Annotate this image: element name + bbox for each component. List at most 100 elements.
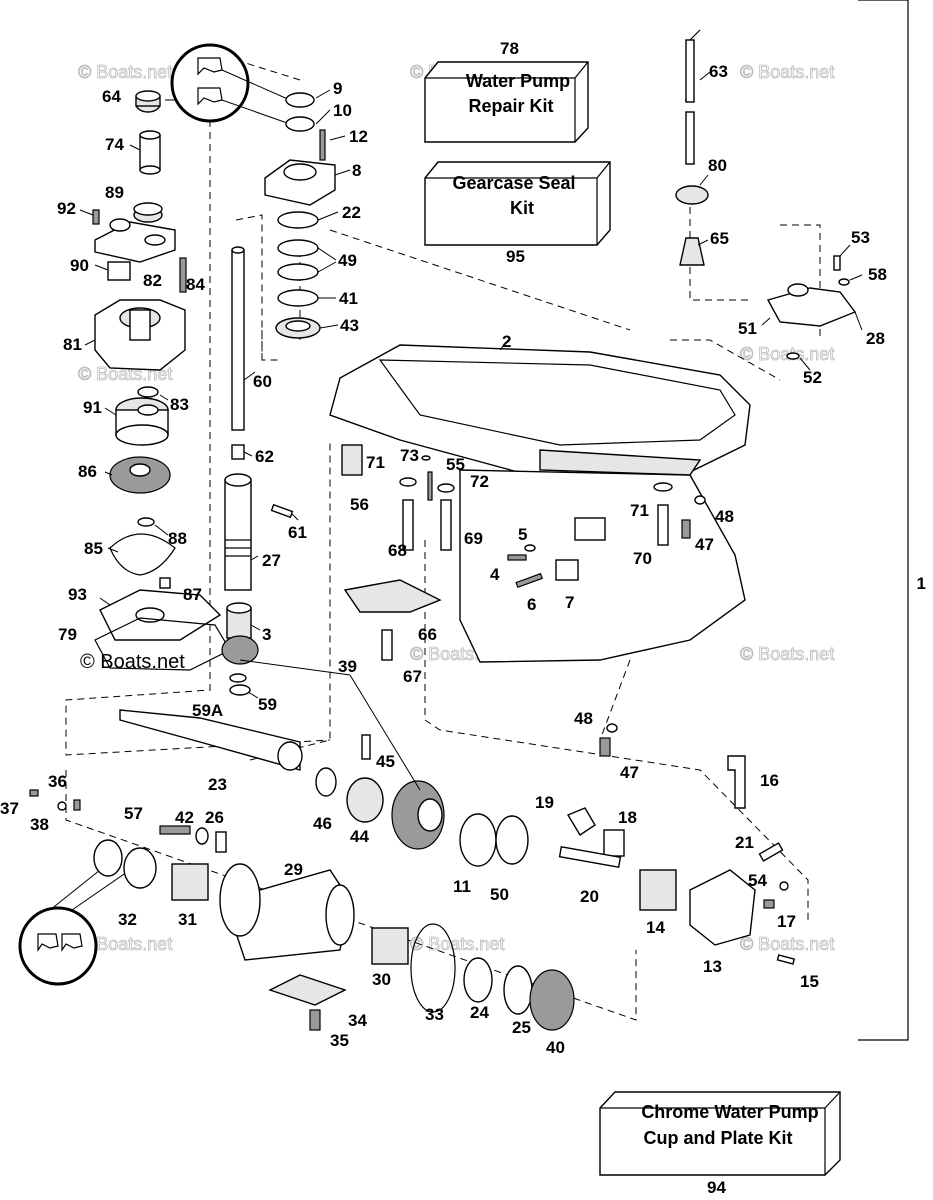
part-number: 1 <box>917 574 926 593</box>
part-number: 33 <box>425 1005 444 1024</box>
watermark: © Boats.net <box>410 934 504 954</box>
part-number: 22 <box>342 203 361 222</box>
part-number: 6 <box>527 595 536 614</box>
part-number: 35 <box>330 1031 349 1050</box>
part-number: 57 <box>124 804 143 823</box>
part-number: 34 <box>348 1011 367 1030</box>
part-number: 14 <box>646 918 665 937</box>
part-number: 55 <box>446 455 465 474</box>
part-number: 93 <box>68 585 87 604</box>
part-number: 4 <box>490 565 500 584</box>
part-number: 44 <box>350 827 369 846</box>
part-number: 40 <box>546 1038 565 1057</box>
part-number: 47 <box>620 763 639 782</box>
part-number: 3 <box>262 625 271 644</box>
part-number: 84 <box>186 275 205 294</box>
kit-label: Chrome Water Pump <box>641 1102 818 1122</box>
part-number: 72 <box>470 472 489 491</box>
part-number: 39 <box>338 657 357 676</box>
part-number: 71 <box>630 501 649 520</box>
assembly-bracket <box>858 0 909 1041</box>
part-number: 63 <box>709 62 728 81</box>
part-number: 74 <box>105 135 124 154</box>
part-number: 29 <box>284 860 303 879</box>
part-number: 13 <box>703 957 722 976</box>
part-number: 49 <box>338 251 357 270</box>
part-number: 20 <box>580 887 599 906</box>
part-number: 70 <box>633 549 652 568</box>
part-number: 25 <box>512 1018 531 1037</box>
part-number: 92 <box>57 199 76 218</box>
part-number: 88 <box>168 529 187 548</box>
part-number: 64 <box>102 87 121 106</box>
part-number: 19 <box>535 793 554 812</box>
part-number: 69 <box>464 529 483 548</box>
part-number: 2 <box>502 332 511 351</box>
watermark: © Boats.net <box>78 62 172 82</box>
part-labels: 1 2 3 4 5 6 7 8 9 10 11 12 13 14 15 16 1… <box>0 39 926 1197</box>
part-number: 83 <box>170 395 189 414</box>
part-number: 16 <box>760 771 779 790</box>
part-number: 30 <box>372 970 391 989</box>
part-number: 52 <box>803 368 822 387</box>
part-number: 56 <box>350 495 369 514</box>
part-number: 28 <box>866 329 885 348</box>
watermarks: © Boats.net © Boats.net © Boats.net © Bo… <box>78 62 835 955</box>
shift-mechanism-parts <box>558 755 796 965</box>
part-number: 45 <box>376 752 395 771</box>
watermark: © Boats.net <box>740 344 834 364</box>
part-number: 85 <box>84 539 103 558</box>
part-number: 79 <box>58 625 77 644</box>
part-number: 58 <box>868 265 887 284</box>
part-number: 17 <box>777 912 796 931</box>
part-number: 50 <box>490 885 509 904</box>
part-number: 86 <box>78 462 97 481</box>
part-number: 41 <box>339 289 358 308</box>
housing-parts <box>341 444 706 757</box>
watermark: © Boats.net <box>78 934 172 954</box>
part-number: 78 <box>500 39 519 58</box>
part-number: 47 <box>695 535 714 554</box>
part-number: 61 <box>288 523 307 542</box>
water-pump-kit-box: Water Pump Repair Kit <box>424 61 589 143</box>
part-number: 71 <box>366 453 385 472</box>
watermark: © Boats.net <box>740 644 834 664</box>
part-number: 89 <box>105 183 124 202</box>
shift-rod-parts <box>675 29 857 360</box>
seal-orientation-icon <box>18 869 131 986</box>
part-number: 48 <box>715 507 734 526</box>
part-number: 15 <box>800 972 819 991</box>
part-number: 46 <box>313 814 332 833</box>
part-number: 60 <box>253 372 272 391</box>
part-number: 73 <box>400 446 419 465</box>
part-number: 67 <box>403 667 422 686</box>
part-number: 65 <box>710 229 729 248</box>
part-number: 24 <box>470 1003 489 1022</box>
part-number: 59 <box>258 695 277 714</box>
kit-label: Repair Kit <box>468 96 553 116</box>
part-number: 27 <box>262 551 281 570</box>
gearcase-seal-kit-box: Gearcase Seal Kit <box>424 161 611 246</box>
part-number: 87 <box>183 585 202 604</box>
propshaft-parts <box>29 709 575 1031</box>
part-number: 10 <box>333 101 352 120</box>
part-number: 38 <box>30 815 49 834</box>
part-number: 66 <box>418 625 437 644</box>
part-number: 54 <box>748 871 767 890</box>
part-number: 23 <box>208 775 227 794</box>
watermark: © Boats.net <box>740 934 834 954</box>
part-number: 51 <box>738 319 757 338</box>
part-number: 11 <box>453 877 471 896</box>
part-number: 18 <box>618 808 637 827</box>
part-number: 90 <box>70 256 89 275</box>
seal-orientation-icon <box>170 43 291 125</box>
part-number: 36 <box>48 772 67 791</box>
part-number: 9 <box>333 79 342 98</box>
part-number: 48 <box>574 709 593 728</box>
kit-label: Gearcase Seal <box>452 173 575 193</box>
kit-label: Kit <box>510 198 534 218</box>
part-number: 62 <box>255 447 274 466</box>
part-number: 31 <box>178 910 197 929</box>
part-number: 37 <box>0 799 19 818</box>
